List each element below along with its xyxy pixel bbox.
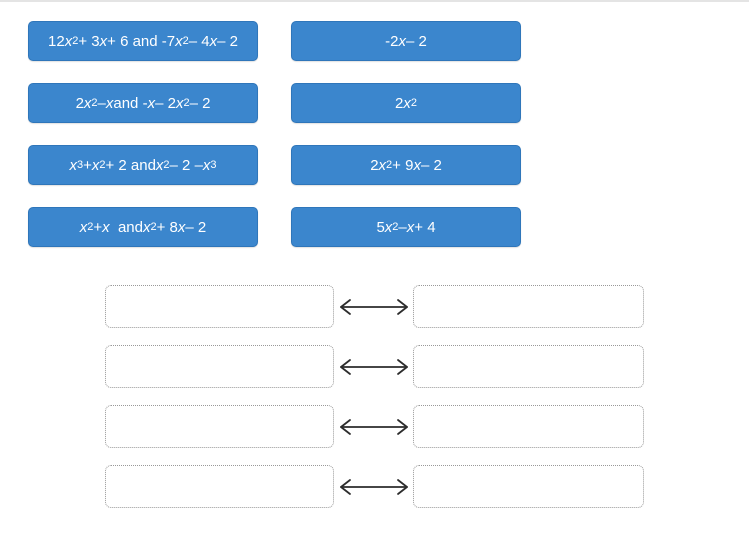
match-slot-left-3[interactable] (105, 405, 334, 448)
match-row (105, 405, 749, 448)
match-slot-right-2[interactable] (413, 345, 644, 388)
match-slot-right-1[interactable] (413, 285, 644, 328)
match-row (105, 465, 749, 508)
match-slot-left-4[interactable] (105, 465, 334, 508)
match-slot-left-1[interactable] (105, 285, 334, 328)
match-slot-right-3[interactable] (413, 405, 644, 448)
double-arrow-icon (334, 357, 413, 377)
match-slot-right-4[interactable] (413, 465, 644, 508)
match-row (105, 345, 749, 388)
match-row (105, 285, 749, 328)
double-arrow-icon (334, 297, 413, 317)
match-area (0, 285, 749, 508)
double-arrow-icon (334, 417, 413, 437)
double-arrow-icon (334, 477, 413, 497)
match-slot-left-2[interactable] (105, 345, 334, 388)
